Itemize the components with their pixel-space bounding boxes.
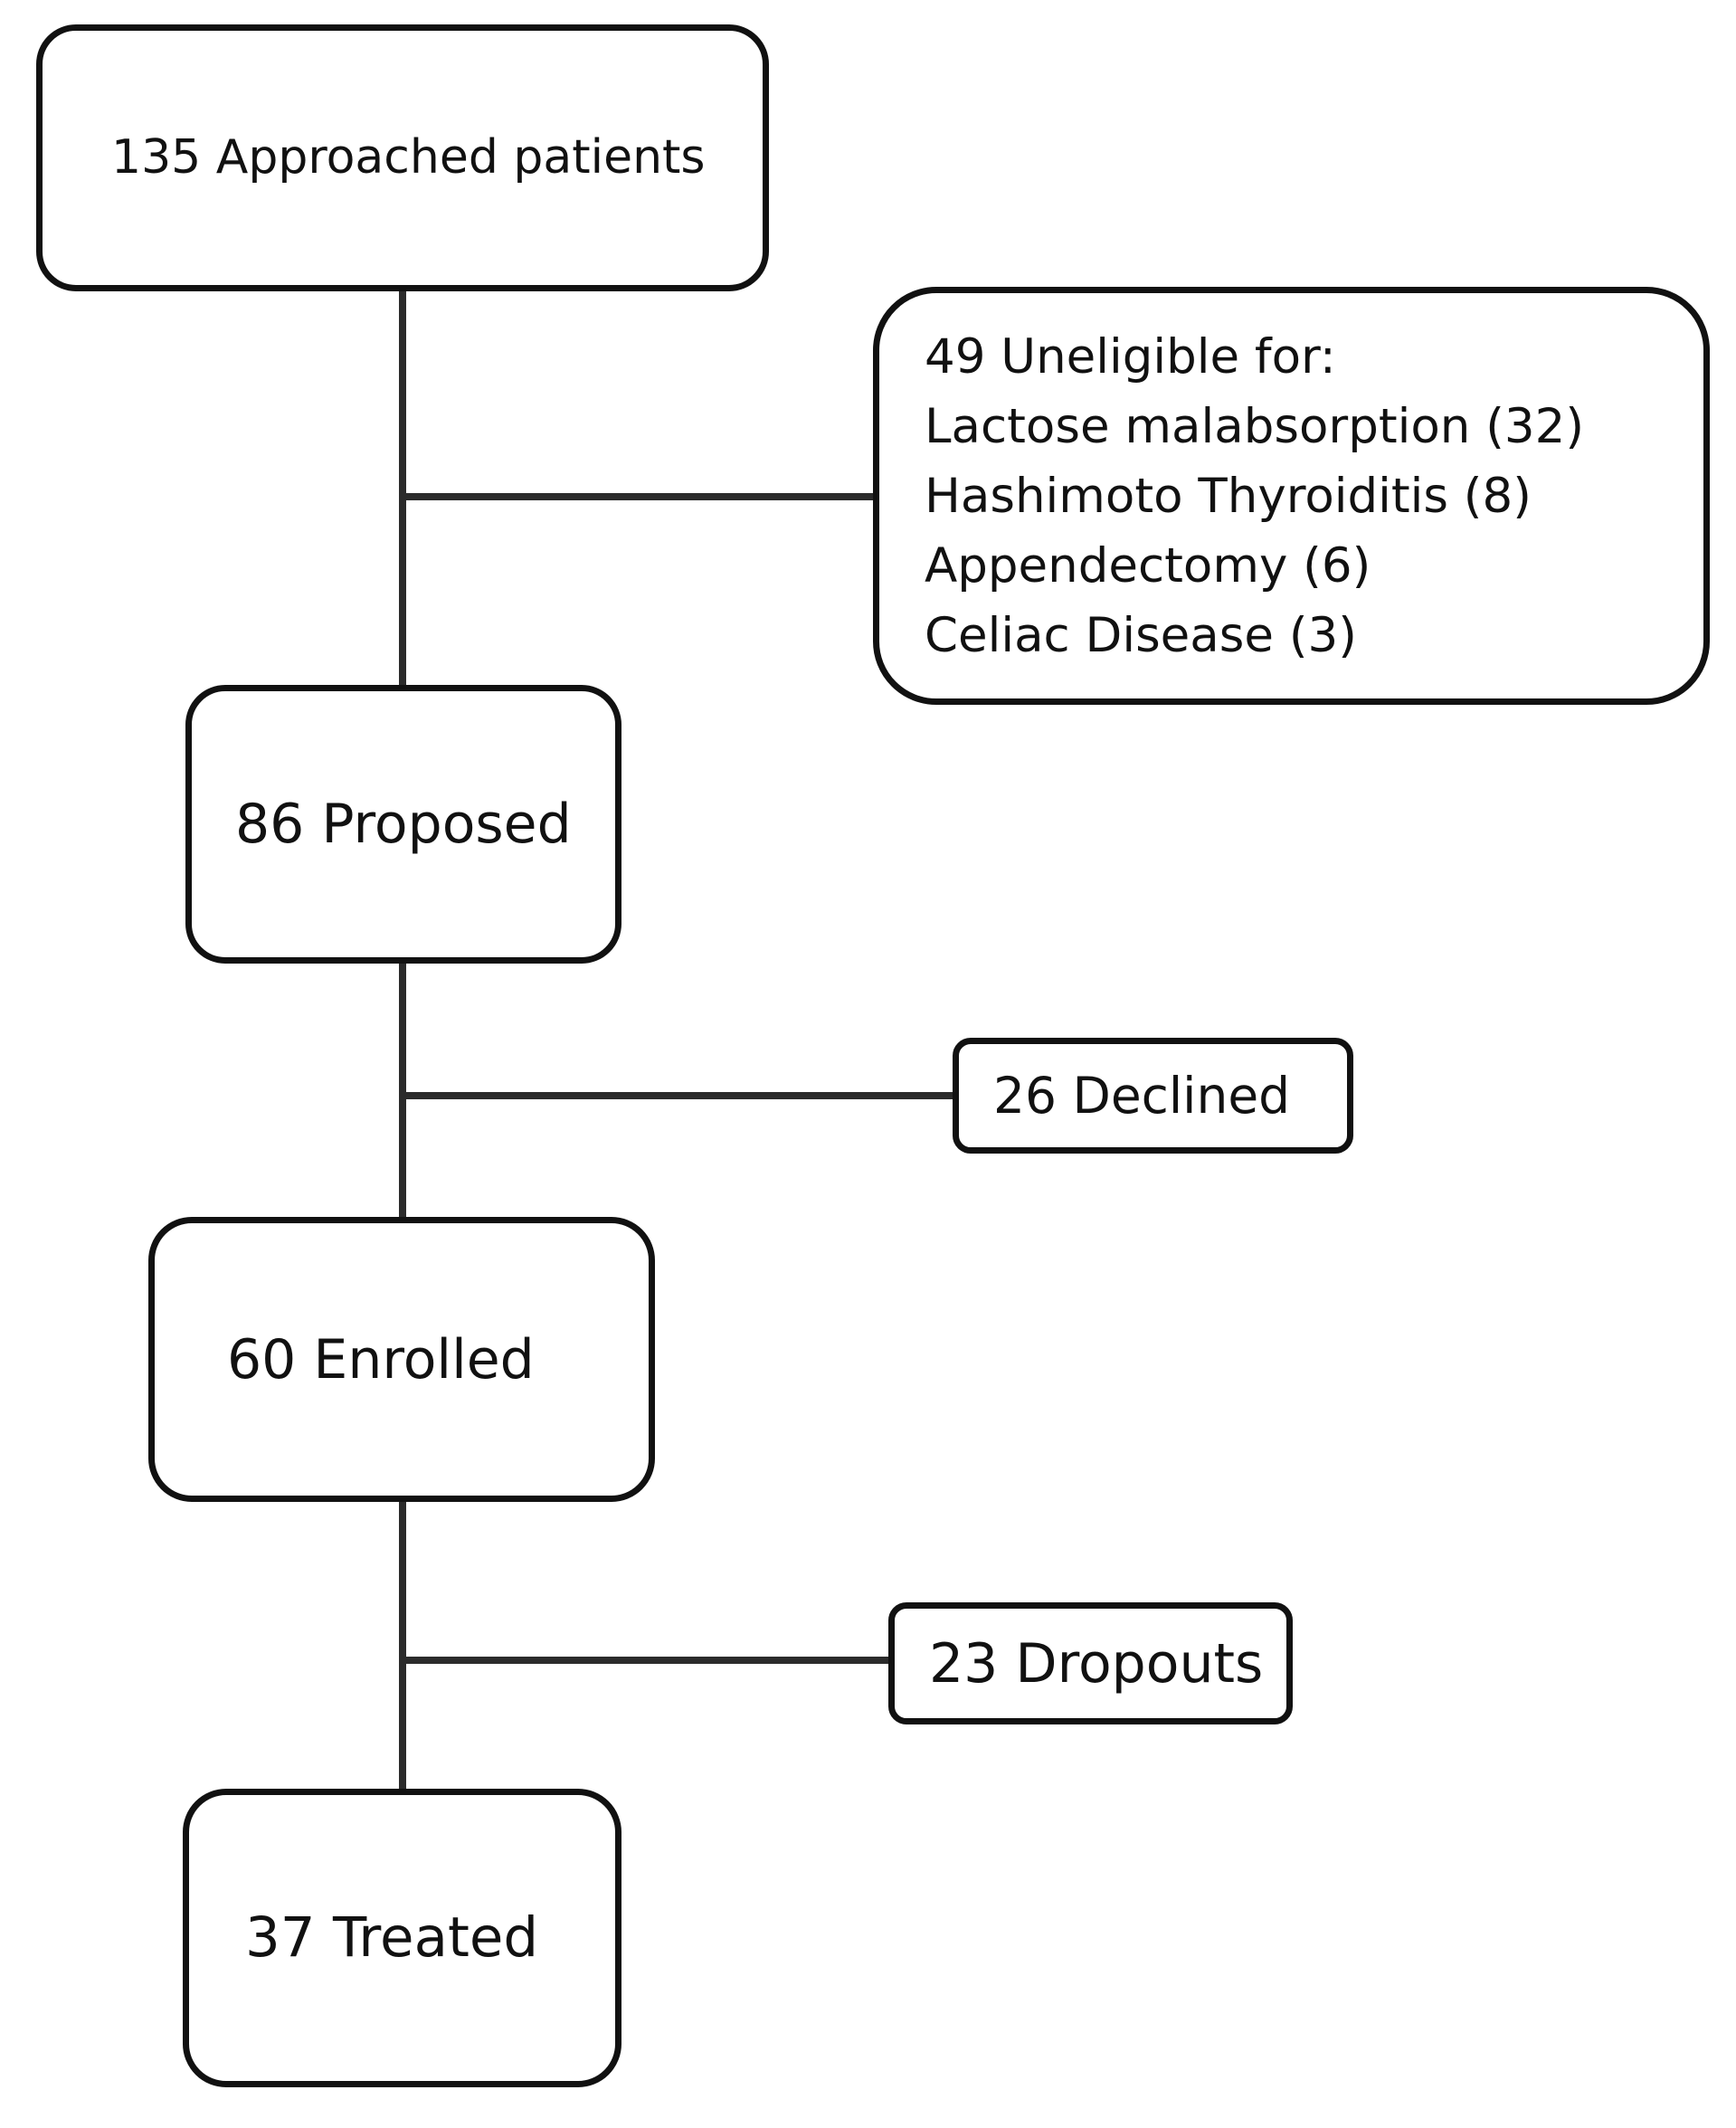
declined-box: 26 Declined bbox=[953, 1038, 1353, 1154]
treated-label: 37 Treated bbox=[245, 1905, 539, 1971]
declined-label: 26 Declined bbox=[993, 1067, 1291, 1125]
treated-box: 37 Treated bbox=[183, 1789, 621, 2087]
connector-approached-to-proposed bbox=[399, 285, 406, 692]
dropouts-label: 23 Dropouts bbox=[929, 1631, 1264, 1696]
connector-to-declined bbox=[399, 1092, 955, 1099]
ineligible-reason-celiac: Celiac Disease (3) bbox=[925, 607, 1357, 663]
connector-to-ineligible bbox=[399, 493, 878, 500]
ineligible-reason-appendectomy: Appendectomy (6) bbox=[925, 537, 1371, 594]
approached-patients-box: 135 Approached patients bbox=[36, 24, 769, 291]
ineligible-reason-lactose: Lactose malabsorption (32) bbox=[925, 398, 1585, 454]
enrolled-box: 60 Enrolled bbox=[148, 1217, 655, 1502]
ineligible-heading: 49 Uneligible for: bbox=[925, 328, 1336, 385]
connector-proposed-to-enrolled bbox=[399, 956, 406, 1223]
ineligible-box: 49 Uneligible for: Lactose malabsorption… bbox=[873, 287, 1710, 705]
proposed-label: 86 Proposed bbox=[235, 793, 572, 856]
dropouts-box: 23 Dropouts bbox=[888, 1602, 1293, 1724]
ineligible-reason-hashimoto: Hashimoto Thyroiditis (8) bbox=[925, 468, 1532, 524]
enrolled-label: 60 Enrolled bbox=[227, 1327, 535, 1392]
connector-enrolled-to-treated bbox=[399, 1495, 406, 1793]
connector-to-dropouts bbox=[399, 1657, 892, 1664]
approached-patients-label: 135 Approached patients bbox=[111, 130, 706, 185]
proposed-box: 86 Proposed bbox=[185, 685, 621, 964]
